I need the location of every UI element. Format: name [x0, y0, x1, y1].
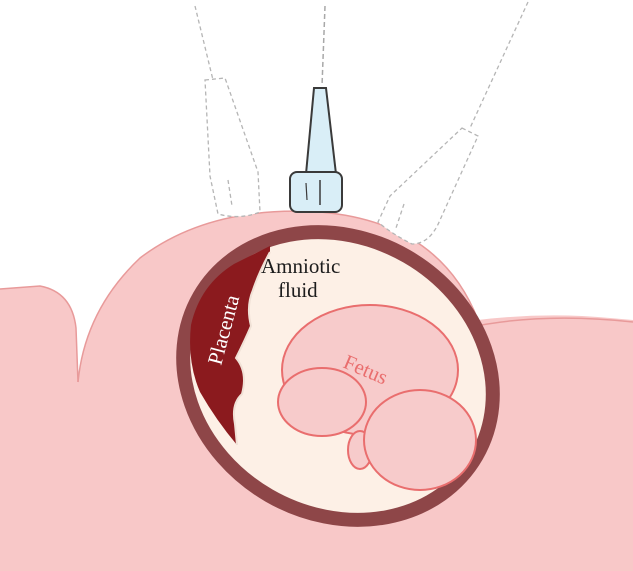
fetus-limb	[278, 368, 366, 436]
amniotic-fluid-label-line1: Amniotic	[261, 254, 340, 278]
ultrasound-probe	[290, 6, 342, 212]
amniotic-fluid-label-line2: fluid	[278, 278, 318, 302]
ghost-probe-left	[195, 6, 260, 217]
fetus-head	[364, 390, 476, 490]
ghost-probe-right	[378, 2, 528, 244]
